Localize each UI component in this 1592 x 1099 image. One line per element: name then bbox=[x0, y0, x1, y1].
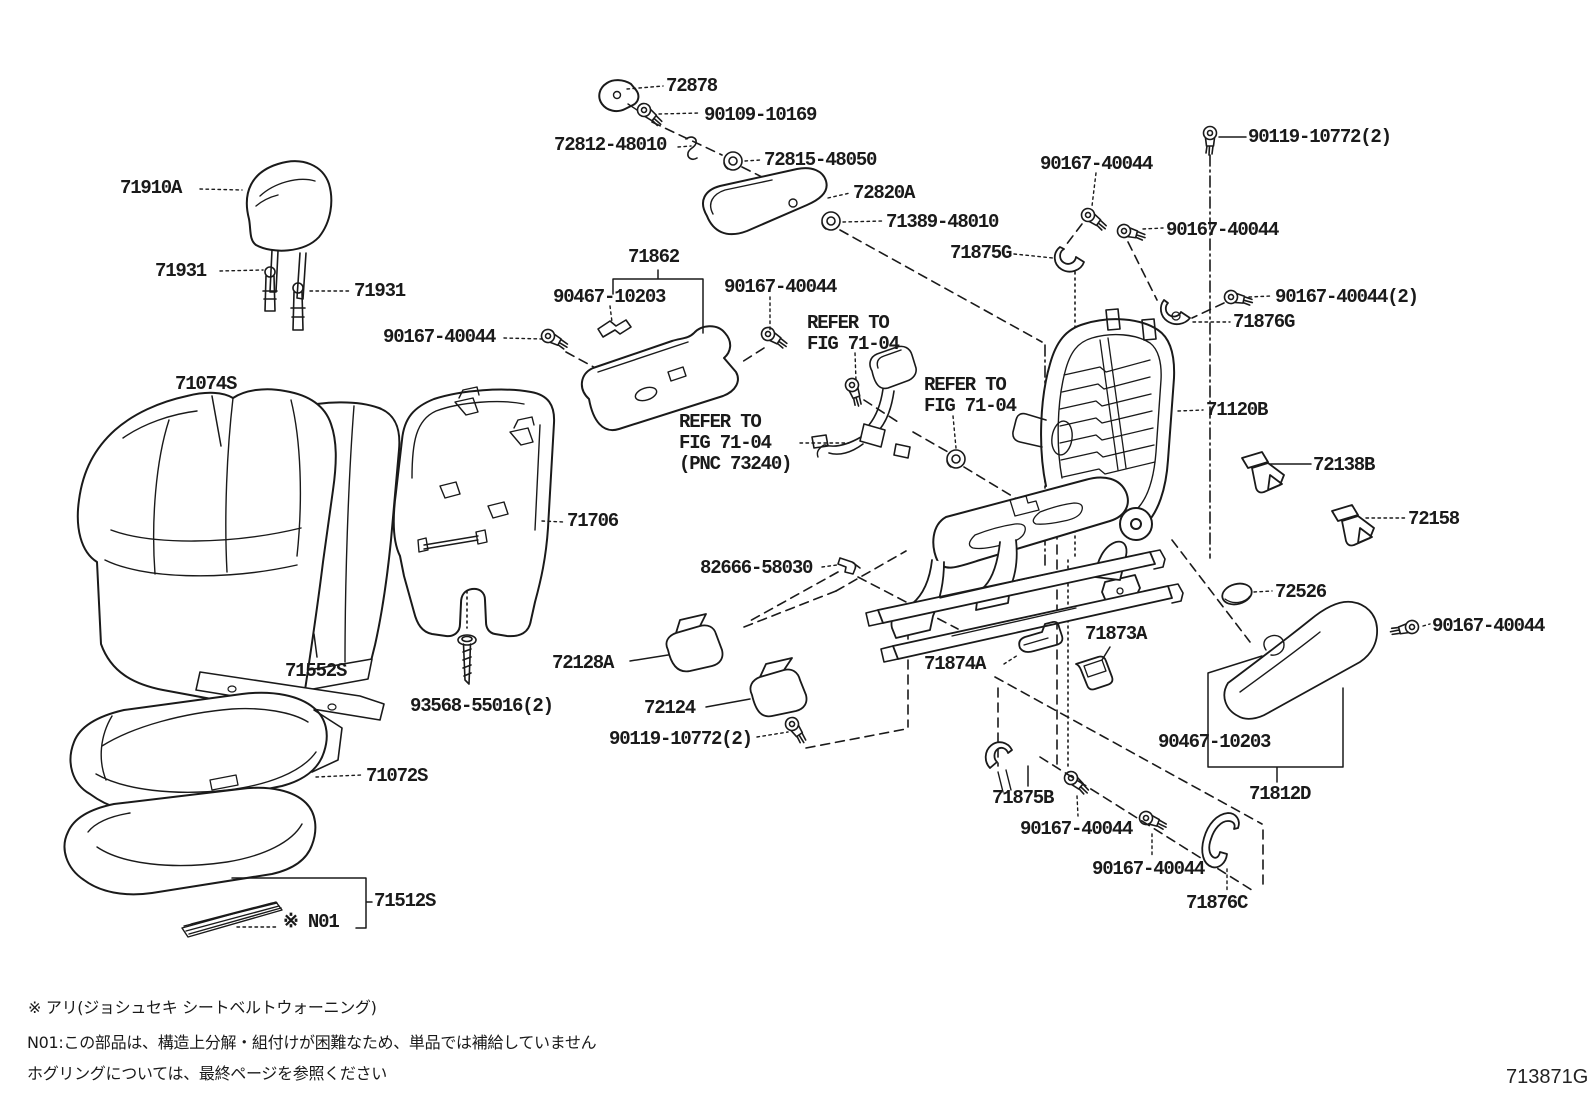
bracket-71874A bbox=[1018, 620, 1064, 653]
footnote-hogring: ホグリングについては、最終ページを参照ください bbox=[27, 1064, 387, 1083]
part-label-71862: 71862 bbox=[628, 246, 680, 268]
leader-lines-solid bbox=[211, 136, 1344, 929]
part-label-93568-55016: 93568-55016(2) bbox=[410, 695, 554, 717]
part-label-71812D: 71812D bbox=[1249, 783, 1311, 805]
part-label-71876C: 71876C bbox=[1186, 892, 1248, 914]
part-label-71072S: 71072S bbox=[366, 765, 428, 787]
part-label-n01: ※ N01 bbox=[283, 911, 340, 933]
part-label-90167-40044-2: 90167-40044(2) bbox=[1275, 286, 1419, 308]
part-label-71706: 71706 bbox=[567, 510, 619, 532]
clip-72158 bbox=[1331, 504, 1375, 547]
part-label-71873A: 71873A bbox=[1085, 623, 1147, 645]
spring-mat-art bbox=[181, 901, 283, 938]
part-label-71910A: 71910A bbox=[120, 177, 182, 199]
part-label-90167-40044-e: 90167-40044 bbox=[1432, 615, 1545, 637]
shield-71812D bbox=[1223, 600, 1378, 720]
part-label-71074S: 71074S bbox=[175, 373, 237, 395]
side-shield-71862-art bbox=[538, 319, 791, 432]
part-label-72820A: 72820A bbox=[853, 182, 915, 204]
part-label-82666-58030: 82666-58030 bbox=[700, 557, 813, 579]
seatback-board-art bbox=[392, 386, 556, 685]
part-label-71875B: 71875B bbox=[992, 787, 1054, 809]
headrest-art bbox=[245, 160, 333, 300]
part-label-refer-fig-a: REFER TO FIG 71-04 bbox=[807, 312, 900, 355]
part-label-72815-48050: 72815-48050 bbox=[764, 149, 877, 171]
part-label-90167-40044-g: 90167-40044 bbox=[1092, 858, 1205, 880]
seat-frame-art bbox=[865, 308, 1184, 663]
part-label-71876G: 71876G bbox=[1233, 311, 1295, 333]
cushion-pad-art bbox=[63, 786, 317, 938]
clip-82666 bbox=[837, 557, 861, 575]
part-label-72878: 72878 bbox=[666, 75, 718, 97]
headrest-pin-art bbox=[262, 266, 306, 331]
part-label-90119-10772-top: 90119-10772(2) bbox=[1248, 126, 1392, 148]
part-label-72526: 72526 bbox=[1275, 581, 1327, 603]
armrest-art bbox=[702, 167, 828, 236]
part-label-71552S: 71552S bbox=[285, 660, 347, 682]
cushion-cover-art bbox=[69, 691, 343, 813]
leader-lines bbox=[199, 85, 1431, 928]
footnote-n01: N01:この部品は、構造上分解・組付けが困難なため、単品では補給していません bbox=[27, 1033, 597, 1052]
part-label-90167-40044-c: 90167-40044 bbox=[383, 326, 496, 348]
screw-93568-art bbox=[457, 634, 477, 685]
bracket-71873A bbox=[1075, 655, 1114, 691]
footnote-belt-warning: ※ アリ(ジョシュセキ シートベルトウォーニング) bbox=[28, 998, 377, 1017]
part-label-72128A: 72128A bbox=[552, 652, 614, 674]
part-label-72158: 72158 bbox=[1408, 508, 1460, 530]
small-parts-art bbox=[598, 79, 841, 231]
part-label-refer-fig-c: REFER TO FIG 71-04 (PNC 73240) bbox=[679, 411, 792, 475]
hook-71875G bbox=[1053, 246, 1085, 273]
figure-code: 713871G bbox=[1506, 1066, 1589, 1088]
part-label-71512S: 71512S bbox=[374, 890, 436, 912]
hook-71876G bbox=[1159, 299, 1191, 326]
part-label-71931-a: 71931 bbox=[155, 260, 207, 282]
part-label-71874A: 71874A bbox=[924, 653, 986, 675]
part-label-71120B: 71120B bbox=[1206, 399, 1268, 421]
small-parts-bottom-art bbox=[665, 557, 861, 747]
part-label-90109-10169: 90109-10169 bbox=[704, 104, 817, 126]
part-label-refer-fig-b: REFER TO FIG 71-04 bbox=[924, 374, 1017, 417]
part-label-90467-10203-a: 90467-10203 bbox=[553, 286, 666, 308]
hook-71876C bbox=[1201, 812, 1240, 869]
part-label-90167-40044-d: 90167-40044 bbox=[724, 276, 837, 298]
part-label-90167-40044-f: 90167-40044 bbox=[1020, 818, 1133, 840]
buckle-harness-art bbox=[811, 345, 966, 469]
part-label-71931-b: 71931 bbox=[354, 280, 406, 302]
part-label-90119-10772-btm: 90119-10772(2) bbox=[609, 728, 753, 750]
part-label-71875G: 71875G bbox=[950, 242, 1012, 264]
part-label-72138B: 72138B bbox=[1313, 454, 1375, 476]
part-label-72124: 72124 bbox=[644, 697, 696, 719]
part-label-71389-48010: 71389-48010 bbox=[886, 211, 999, 233]
part-label-90467-10203-b: 90467-10203 bbox=[1158, 731, 1271, 753]
clip-72138B bbox=[1241, 451, 1285, 494]
part-label-90167-40044-a: 90167-40044 bbox=[1040, 153, 1153, 175]
cap-72526 bbox=[1221, 582, 1253, 606]
part-label-72812-48010: 72812-48010 bbox=[554, 134, 667, 156]
right-side-parts-art bbox=[984, 125, 1421, 869]
hook-71875B bbox=[984, 741, 1013, 769]
cover-72124 bbox=[749, 657, 808, 718]
cover-72128A bbox=[665, 613, 724, 673]
part-label-90167-40044-b: 90167-40044 bbox=[1166, 219, 1279, 241]
